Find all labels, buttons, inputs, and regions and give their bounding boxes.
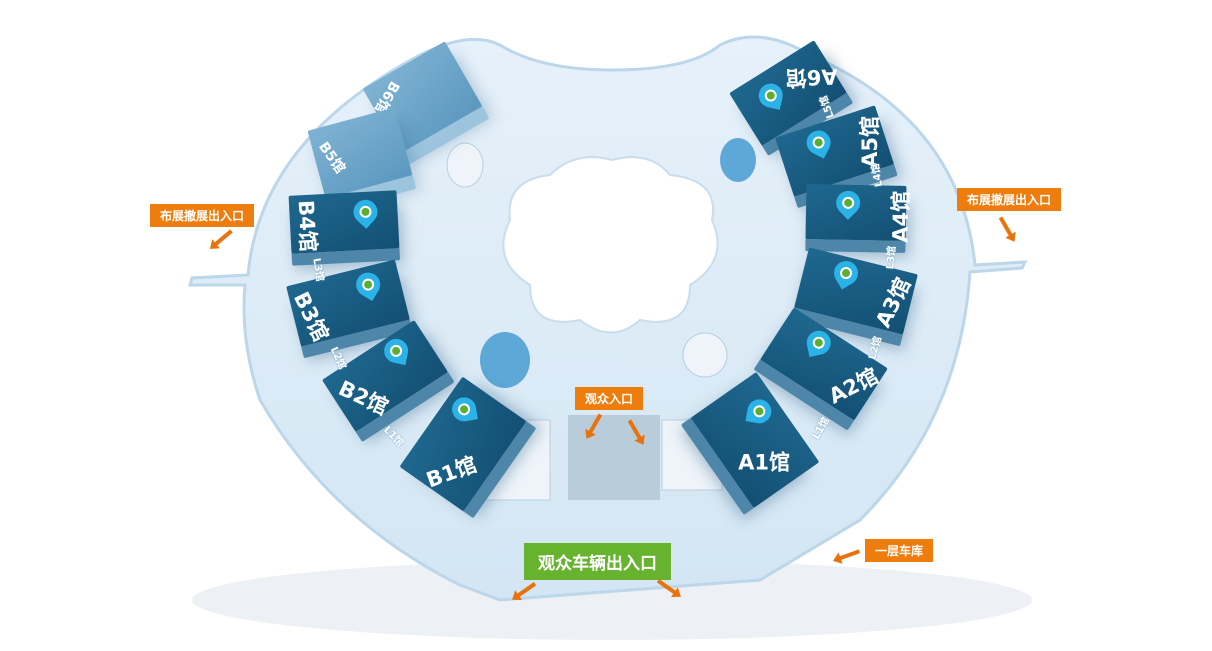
exhibitor-entrance-left-label[interactable]: 布展撤展出入口 <box>150 204 255 227</box>
visitor-entrance-label[interactable]: 观众入口 <box>575 387 644 410</box>
location-pin-icon[interactable] <box>745 397 774 426</box>
location-pin-icon[interactable] <box>802 126 835 159</box>
garage-label[interactable]: 一层车库 <box>865 539 934 562</box>
location-pin-icon[interactable] <box>831 185 866 220</box>
hall-b4[interactable]: B4馆 <box>288 190 400 254</box>
rotunda-right <box>720 138 756 182</box>
visitor-escalator <box>568 415 660 500</box>
location-pin-icon[interactable] <box>348 194 383 229</box>
rotunda-left <box>480 332 530 388</box>
link-hall-label: L3馆 <box>885 245 899 270</box>
vehicle-entrance-label[interactable]: 观众车辆出入口 <box>524 543 671 580</box>
location-pin-icon[interactable] <box>450 395 478 424</box>
location-pin-icon[interactable] <box>351 268 385 302</box>
location-pin-icon[interactable] <box>381 336 411 366</box>
hall-a4[interactable]: A4馆 <box>805 184 913 243</box>
exhibitor-entrance-right-label[interactable]: 布展撤展出入口 <box>957 188 1062 211</box>
location-pin-icon[interactable] <box>756 81 786 110</box>
location-pin-icon[interactable] <box>829 256 863 290</box>
location-pin-icon[interactable] <box>804 328 833 357</box>
